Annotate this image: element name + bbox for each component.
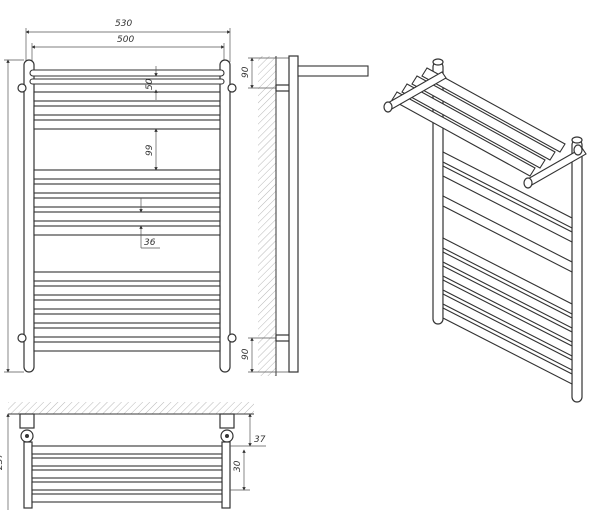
dimension-wall-offset: 37 <box>230 413 266 447</box>
iso-shelf-rail <box>401 83 546 169</box>
shelf-rail <box>29 78 225 85</box>
towel-bar <box>33 271 221 282</box>
shelf-arm <box>297 65 369 77</box>
towel-bar <box>33 327 221 338</box>
side-view: 90 90 <box>241 55 369 376</box>
iso-towel-bar <box>442 251 573 329</box>
left-post <box>23 59 35 373</box>
towel-bar <box>33 91 221 102</box>
dimension-rail-gap: 50 <box>145 66 158 100</box>
top-left-post <box>23 441 33 509</box>
iso-post-cap <box>571 136 583 144</box>
front-view: 530 500 800 <box>0 19 237 373</box>
towel-bar <box>33 341 221 352</box>
towel-bar <box>33 299 221 310</box>
towel-bar <box>33 197 221 208</box>
towel-bar <box>33 105 221 116</box>
top-bar <box>31 481 223 491</box>
dim-text-50: 50 <box>145 78 155 90</box>
top-bracket <box>19 413 35 429</box>
wall-bracket <box>275 334 291 342</box>
top-bar <box>31 493 223 503</box>
iso-bar-group <box>442 151 573 385</box>
towel-bar <box>33 119 221 130</box>
iso-post-cap <box>432 58 444 66</box>
isometric-view <box>383 58 587 403</box>
iso-shelf-rail <box>421 67 566 153</box>
towel-bar <box>33 313 221 324</box>
iso-towel-bar <box>442 307 573 385</box>
right-post <box>219 59 231 373</box>
mount-screw <box>25 434 29 438</box>
towel-bar <box>33 183 221 194</box>
dimension-bar-pitch: 36 <box>139 198 160 249</box>
dim-text-37: 37 <box>254 435 266 445</box>
dim-text-90-bottom: 90 <box>241 348 251 360</box>
iso-shelf-rail <box>391 91 536 177</box>
dim-text-30: 30 <box>233 460 243 472</box>
iso-towel-bar <box>442 293 573 371</box>
towel-bar <box>33 211 221 222</box>
top-bar <box>31 445 223 455</box>
towel-bar <box>33 285 221 296</box>
top-bracket <box>219 413 235 429</box>
iso-shelf-rail <box>411 75 556 161</box>
dimension-overall-width: 530 <box>25 19 231 62</box>
top-bar <box>31 457 223 467</box>
iso-towel-bar <box>442 151 573 229</box>
iso-bar-cap <box>573 144 583 156</box>
towel-bar <box>33 225 221 236</box>
iso-right-post <box>571 139 583 403</box>
iso-towel-bar <box>442 265 573 343</box>
top-bar <box>31 469 223 479</box>
iso-shelf <box>383 67 587 189</box>
top-right-post <box>221 441 231 509</box>
dimension-section-gap: 99 <box>145 128 158 171</box>
iso-towel-bar <box>442 237 573 315</box>
top-view: 237 37 30 <box>0 402 266 510</box>
shelf-rail <box>29 69 225 77</box>
iso-towel-bar <box>442 165 573 243</box>
wall-bracket <box>275 84 291 92</box>
mount-knob <box>17 83 27 93</box>
dimension-height: 800 <box>0 59 24 373</box>
dim-text-500: 500 <box>117 35 134 45</box>
bar-group-3 <box>33 271 221 352</box>
dim-text-36: 36 <box>144 238 156 248</box>
iso-towel-bar <box>442 195 573 273</box>
iso-towel-bar <box>442 279 573 357</box>
dimension-top-mount: 90 <box>241 57 290 89</box>
dimension-inner-width: 500 <box>31 35 225 62</box>
dimension-bar-gap: 30 <box>230 449 250 491</box>
iso-bar-cap <box>523 177 533 189</box>
dim-text-800: 800 <box>0 201 3 218</box>
dim-text-530: 530 <box>115 19 132 29</box>
dim-text-237: 237 <box>0 453 5 470</box>
dim-text-90-top: 90 <box>241 66 251 78</box>
dimension-bottom-mount: 90 <box>241 337 290 373</box>
bar-group-1 <box>33 91 221 130</box>
mount-knob <box>17 333 27 343</box>
wall-hatch <box>258 56 276 376</box>
side-post <box>288 55 299 373</box>
towel-bar <box>33 169 221 180</box>
mount-knob <box>227 333 237 343</box>
wall-hatch-top <box>8 402 254 414</box>
mount-screw <box>225 434 229 438</box>
iso-bar-cap <box>383 101 393 113</box>
mount-knob <box>227 83 237 93</box>
dimension-depth: 237 <box>0 413 10 510</box>
dim-text-99: 99 <box>145 144 155 156</box>
bar-group-2 <box>33 169 221 236</box>
